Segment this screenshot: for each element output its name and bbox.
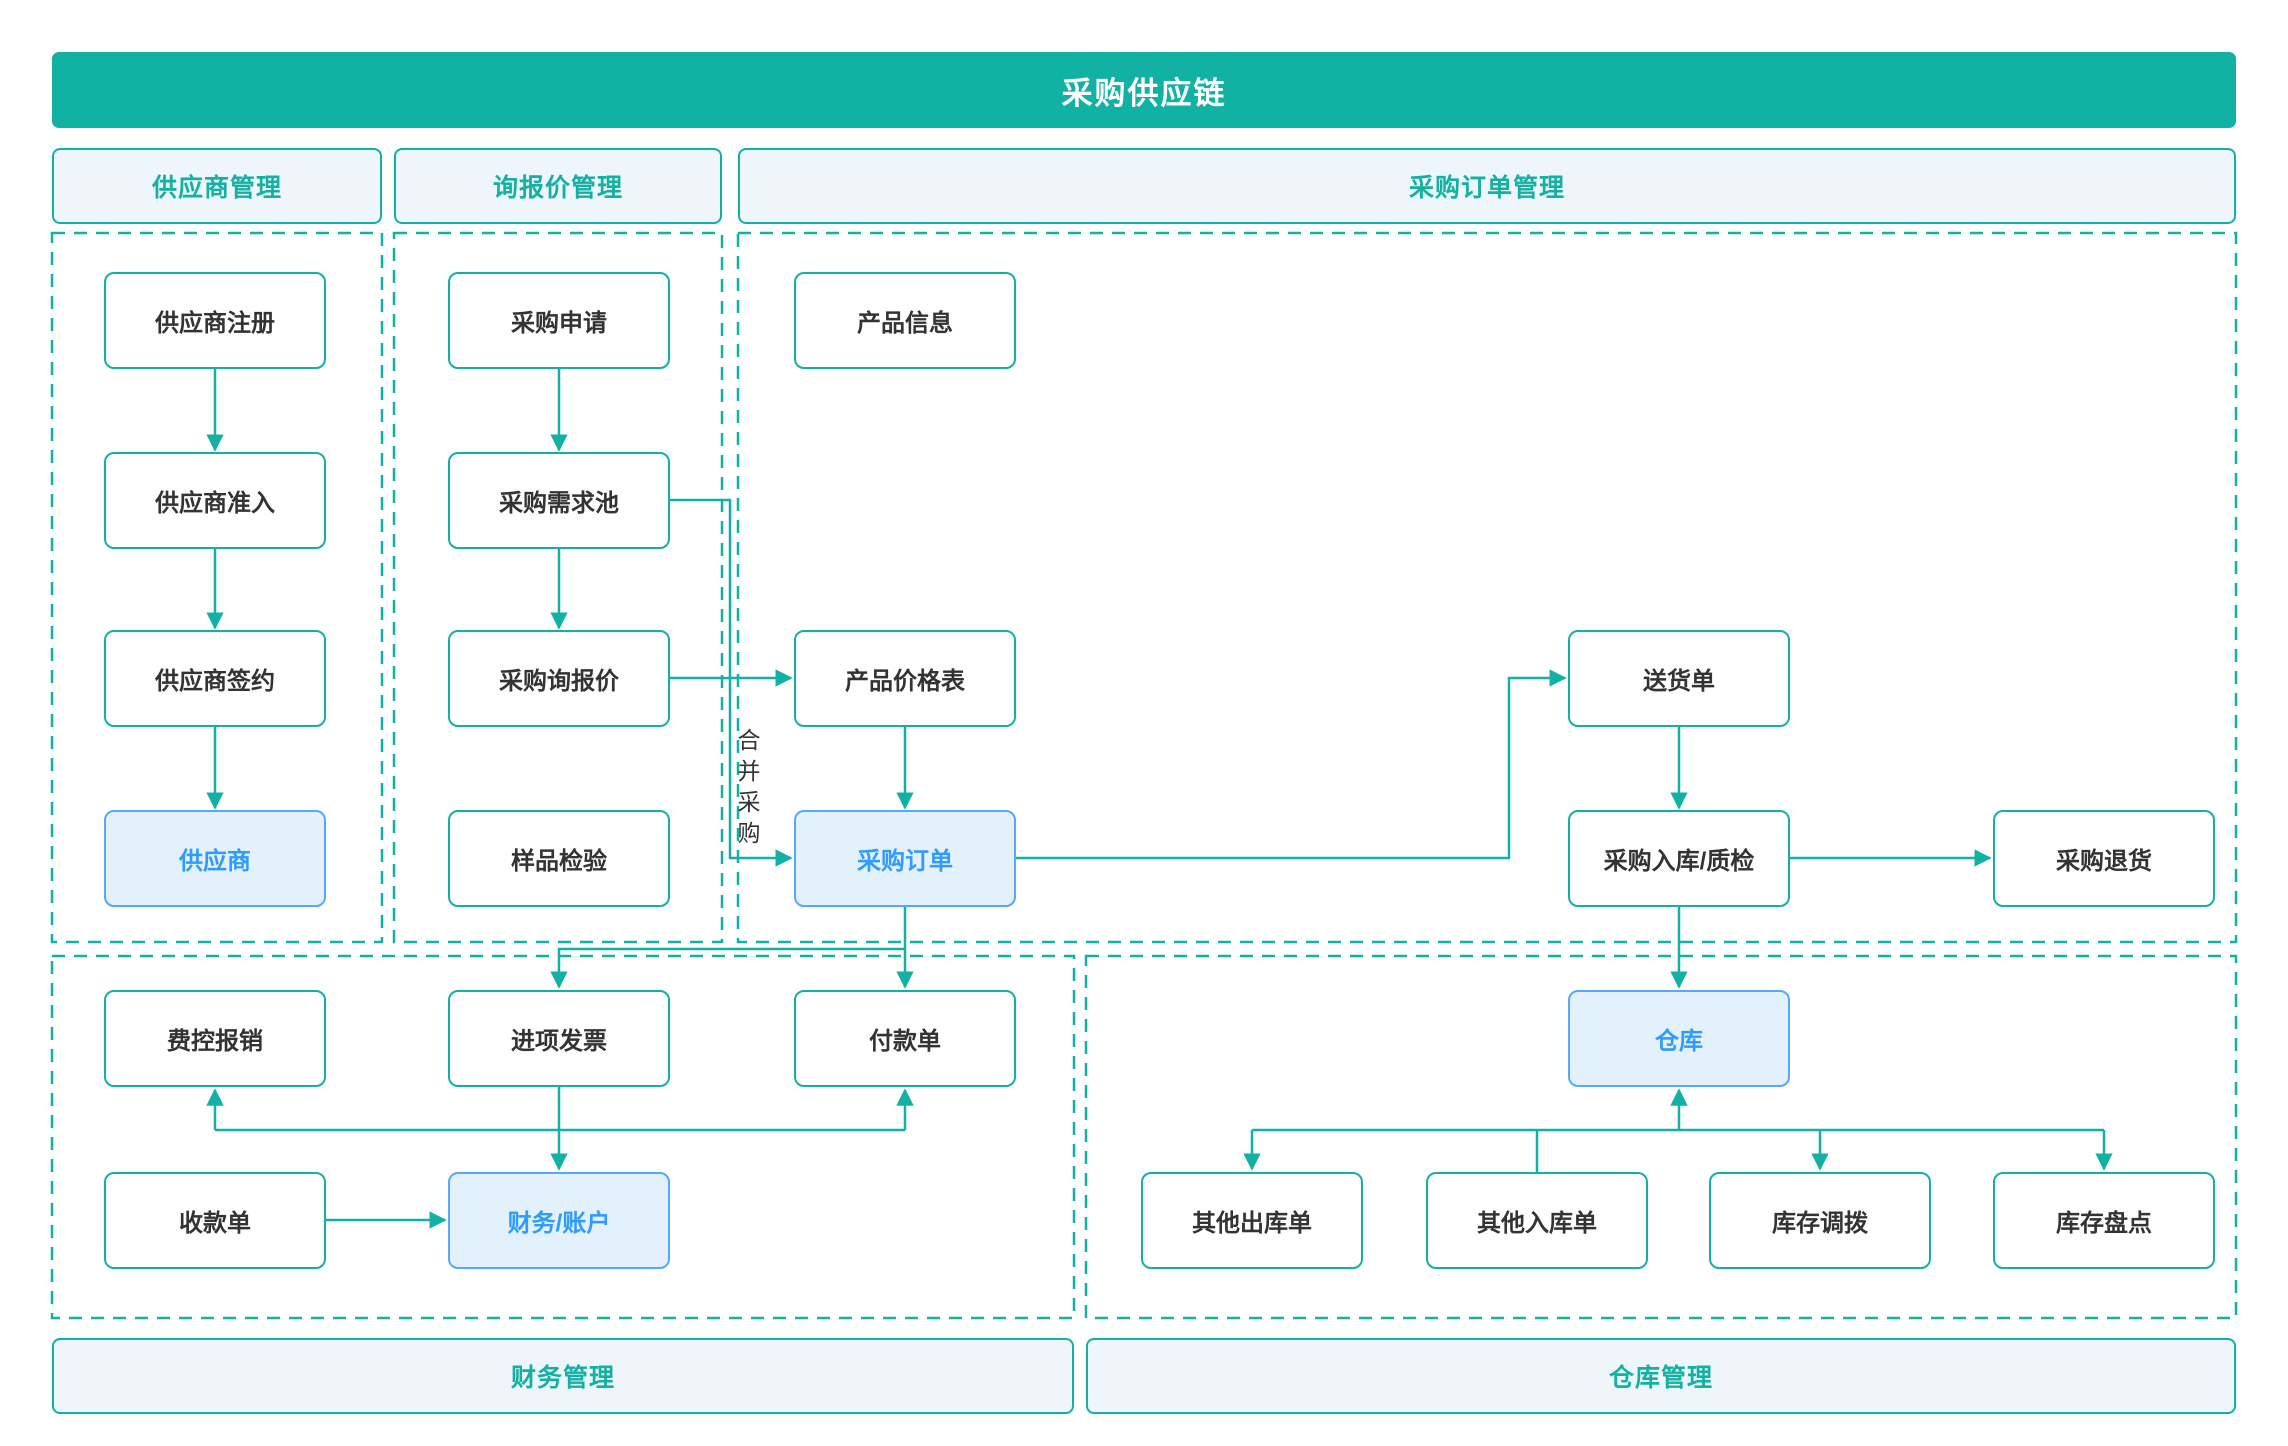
node-other-outbound[interactable]: 其他出库单 xyxy=(1141,1172,1363,1269)
region-warehouse-management xyxy=(1084,954,2238,1320)
region-finance-management xyxy=(50,954,1076,1320)
node-receipt-slip[interactable]: 收款单 xyxy=(104,1172,326,1269)
node-other-inbound[interactable]: 其他入库单 xyxy=(1426,1172,1648,1269)
edge-purchase-order-to-input-invoice xyxy=(550,947,905,989)
node-supplier[interactable]: 供应商 xyxy=(104,810,326,907)
node-finance-account[interactable]: 财务/账户 xyxy=(448,1172,670,1269)
node-purchase-request[interactable]: 采购申请 xyxy=(448,272,670,369)
node-purchase-inbound-qc[interactable]: 采购入库/质检 xyxy=(1568,810,1790,907)
section-header-supplier-management: 供应商管理 xyxy=(52,148,382,224)
node-purchase-return[interactable]: 采购退货 xyxy=(1993,810,2215,907)
node-payment-slip[interactable]: 付款单 xyxy=(794,990,1016,1087)
region-inquiry-management xyxy=(392,231,724,944)
node-product-info[interactable]: 产品信息 xyxy=(794,272,1016,369)
region-purchase-order-management xyxy=(736,231,2238,944)
node-expense-reimburse[interactable]: 费控报销 xyxy=(104,990,326,1087)
node-product-price-list[interactable]: 产品价格表 xyxy=(794,630,1016,727)
node-stock-transfer[interactable]: 库存调拨 xyxy=(1709,1172,1931,1269)
node-sample-inspection[interactable]: 样品检验 xyxy=(448,810,670,907)
section-header-warehouse-management: 仓库管理 xyxy=(1086,1338,2236,1414)
section-header-purchase-order-management: 采购订单管理 xyxy=(738,148,2236,224)
section-header-inquiry-management: 询报价管理 xyxy=(394,148,722,224)
page-title: 采购供应链 xyxy=(52,52,2236,128)
edge-label-merge-purchase: 合并采购 xyxy=(734,728,760,852)
node-delivery-note[interactable]: 送货单 xyxy=(1568,630,1790,727)
node-demand-pool[interactable]: 采购需求池 xyxy=(448,452,670,549)
section-header-finance-management: 财务管理 xyxy=(52,1338,1074,1414)
node-stock-count[interactable]: 库存盘点 xyxy=(1993,1172,2215,1269)
edge-purchase-order-to-delivery-note xyxy=(1016,669,1567,860)
region-supplier-management xyxy=(50,231,384,944)
node-supplier-access[interactable]: 供应商准入 xyxy=(104,452,326,549)
node-supplier-sign[interactable]: 供应商签约 xyxy=(104,630,326,727)
node-inquiry-quote[interactable]: 采购询报价 xyxy=(448,630,670,727)
node-purchase-order[interactable]: 采购订单 xyxy=(794,810,1016,907)
node-warehouse[interactable]: 仓库 xyxy=(1568,990,1790,1087)
node-input-invoice[interactable]: 进项发票 xyxy=(448,990,670,1087)
node-supplier-register[interactable]: 供应商注册 xyxy=(104,272,326,369)
